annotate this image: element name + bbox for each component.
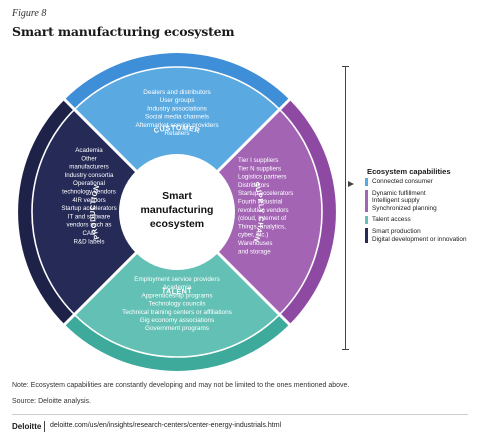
customer-item: Retailers <box>164 130 189 137</box>
production-item: Operational <box>73 180 105 187</box>
supply-chain-item: Tier N suppliers <box>238 165 281 172</box>
production-ring-label: PRODUCTION <box>88 183 101 240</box>
capability-color-bar <box>365 178 368 186</box>
customer-segment <box>74 67 280 212</box>
customer-ring-label: CUSTOMER <box>153 123 202 135</box>
center-label-line: ecosystem <box>150 218 204 230</box>
customer-item: Dealers and distributors <box>143 89 211 96</box>
bracket-tick <box>342 66 349 67</box>
talent-segment <box>74 212 280 357</box>
talent-item: Apprenticeship programs <box>141 292 212 299</box>
talent-items: Employment service providersAcademiaAppr… <box>122 276 232 332</box>
customer-item: Aftermarket service providers <box>135 122 218 129</box>
talent-item: Gig economy associations <box>140 317 215 324</box>
capabilities-heading: Ecosystem capabilities <box>367 167 451 176</box>
capability-item: Intelligent supply <box>372 197 420 205</box>
talent-item: Employment service providers <box>134 276 220 283</box>
production-item: vendors such as <box>66 222 111 229</box>
capability-color-bar <box>365 189 368 213</box>
talent-item: Government programs <box>145 325 209 332</box>
customer-item: Social media channels <box>145 114 209 121</box>
bracket-tick <box>342 349 349 350</box>
supply-chain-item: Distributors <box>238 182 269 189</box>
footer-divider <box>12 414 468 415</box>
footer-separator <box>44 421 45 432</box>
production-item: 4IR vendors <box>72 197 105 204</box>
production-item: Industry consortia <box>65 172 114 179</box>
figure-label: Figure 8 <box>12 8 47 19</box>
supply-chain-segment <box>177 109 322 315</box>
supply-chain-item: Fourth industrial <box>238 199 282 206</box>
bracket-line <box>345 66 346 350</box>
supply-chain-item: cyber, etc.) <box>238 232 268 239</box>
capability-item: Dynamic fulfillment <box>372 189 426 197</box>
supply-chain-item: Things, analytics, <box>238 223 286 230</box>
center-circle <box>119 154 235 270</box>
supply-chain-item: and storage <box>238 248 271 255</box>
supply-chain-item: Logistics partners <box>238 174 287 181</box>
customer-item: Industry associations <box>147 105 207 112</box>
capability-item: Talent access <box>372 216 411 224</box>
production-item: Startup accelerators <box>61 205 116 212</box>
production-item: R&D labels <box>74 238 105 245</box>
supply-chain-item: Startup accelerators <box>238 190 293 197</box>
footnote: Note: Ecosystem capabilities are constan… <box>12 382 350 389</box>
capability-item: Digital development or innovation <box>372 235 467 243</box>
capability-item: Synchronized planning <box>372 204 437 212</box>
footer-url: deloitte.com/us/en/insights/research-cen… <box>50 422 282 429</box>
talent-item: Technical training centers or affiliatio… <box>122 309 232 316</box>
capability-color-bar <box>365 216 368 224</box>
talent-item: Technology councils <box>148 301 205 308</box>
arrow-right-icon <box>348 181 354 187</box>
production-segment <box>32 109 177 315</box>
capability-item: Smart production <box>372 227 421 235</box>
supply-chain-item: revolution vendors <box>238 207 289 214</box>
brand-logo: Deloitte <box>12 422 42 431</box>
capability-color-bar <box>365 227 368 244</box>
talent-ring-label: TALENT <box>161 286 193 296</box>
supply-chain-item: Tier I suppliers <box>238 157 278 164</box>
production-item: IT and software <box>68 213 111 220</box>
capability-group: Connected consumer <box>365 178 477 186</box>
customer-item: User groups <box>160 97 195 104</box>
talent-item: Academia <box>163 284 192 291</box>
production-item: manufacturers <box>69 164 109 171</box>
center-label-line: manufacturing <box>141 204 214 216</box>
production-item: Other <box>81 155 96 162</box>
supply-chain-item: (cloud, Internet of <box>238 215 286 222</box>
center-label-line: Smart <box>162 190 192 202</box>
capability-item: Connected consumer <box>372 178 433 185</box>
production-item: Academia <box>75 147 103 154</box>
capability-group: Talent access <box>365 216 477 224</box>
production-item: technology vendors <box>62 189 116 196</box>
source-note: Source: Deloitte analysis. <box>12 398 91 405</box>
production-item: CAD <box>82 230 96 237</box>
figure-title: Smart manufacturing ecosystem <box>12 24 235 39</box>
supply-chain-item: Warehouses <box>238 240 273 247</box>
ring-separator <box>31 66 323 358</box>
